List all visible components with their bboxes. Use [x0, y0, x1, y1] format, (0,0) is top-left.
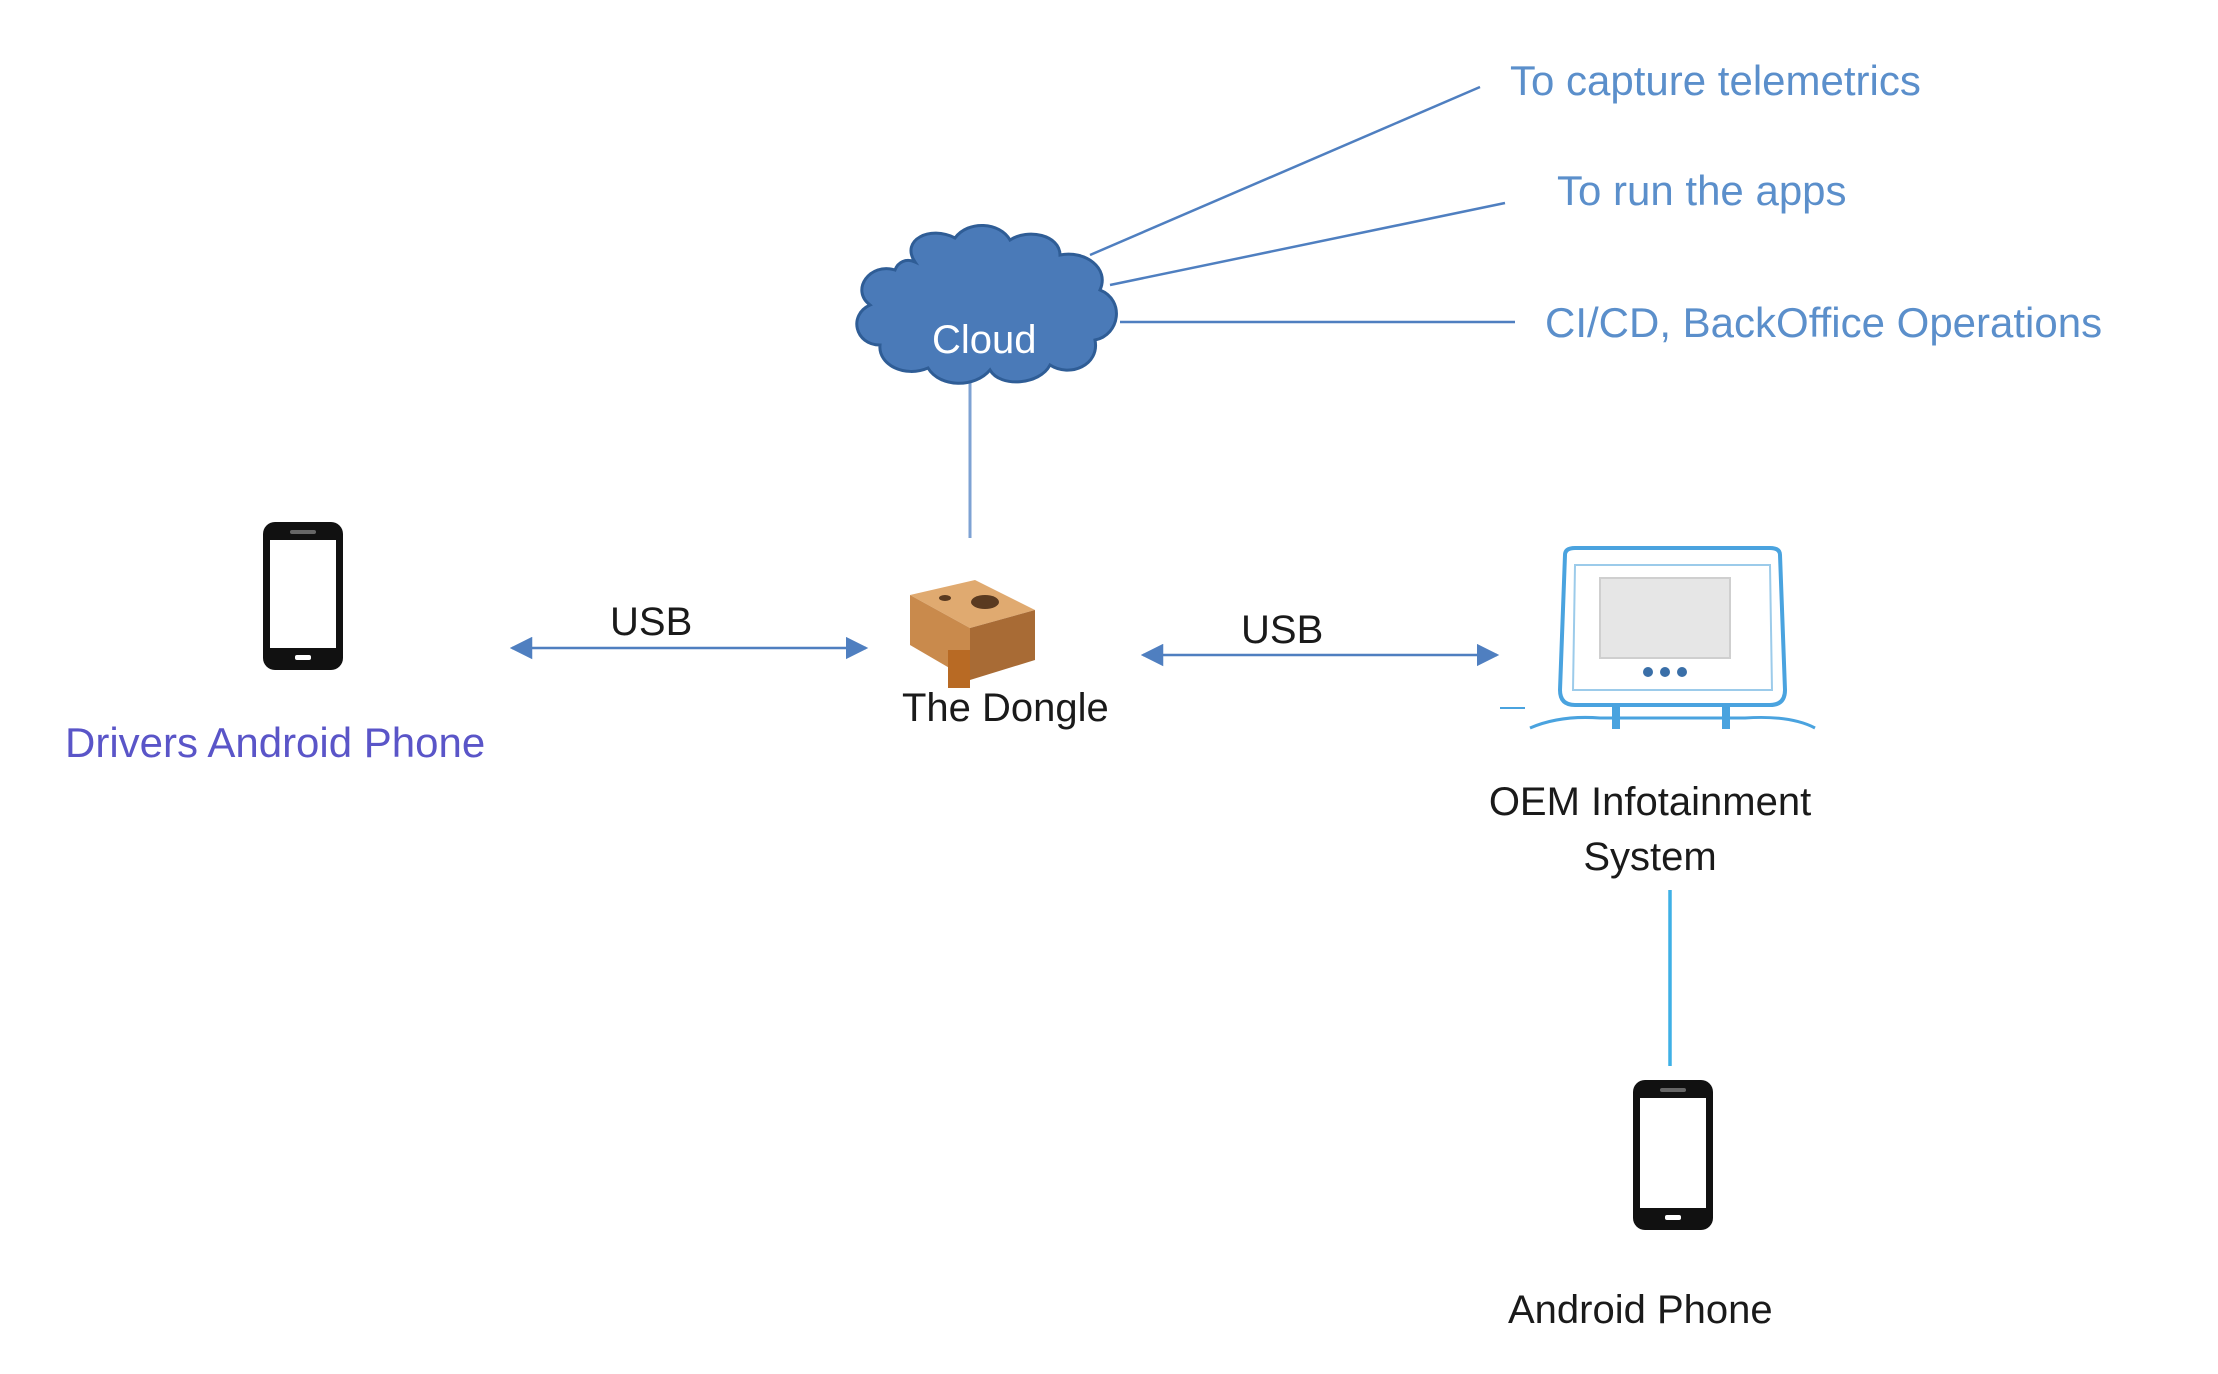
infotainment-icon — [1500, 546, 1816, 730]
label-telemetrics: To capture telemetrics — [1510, 57, 1921, 104]
label-usb-right: USB — [1241, 608, 1324, 652]
line-telemetrics — [1089, 85, 1481, 257]
label-cicd: CI/CD, BackOffice Operations — [1545, 299, 2103, 346]
dongle-icon — [910, 580, 1035, 688]
label-oem-line1: OEM Infotainment — [1488, 780, 1812, 824]
label-dongle: The Dongle — [902, 686, 1109, 730]
label-run-apps: To run the apps — [1557, 167, 1847, 214]
android-phone-icon — [1633, 1080, 1713, 1230]
label-oem-line2: System — [1583, 835, 1717, 879]
label-android-phone: Android Phone — [1508, 1288, 1773, 1332]
cloud-icon — [855, 224, 1118, 385]
label-drivers-phone: Drivers Android Phone — [65, 719, 486, 766]
drivers-phone-icon — [263, 522, 343, 670]
label-usb-left: USB — [610, 600, 693, 644]
line-run-apps — [1109, 201, 1506, 287]
label-cloud: Cloud — [932, 318, 1037, 362]
